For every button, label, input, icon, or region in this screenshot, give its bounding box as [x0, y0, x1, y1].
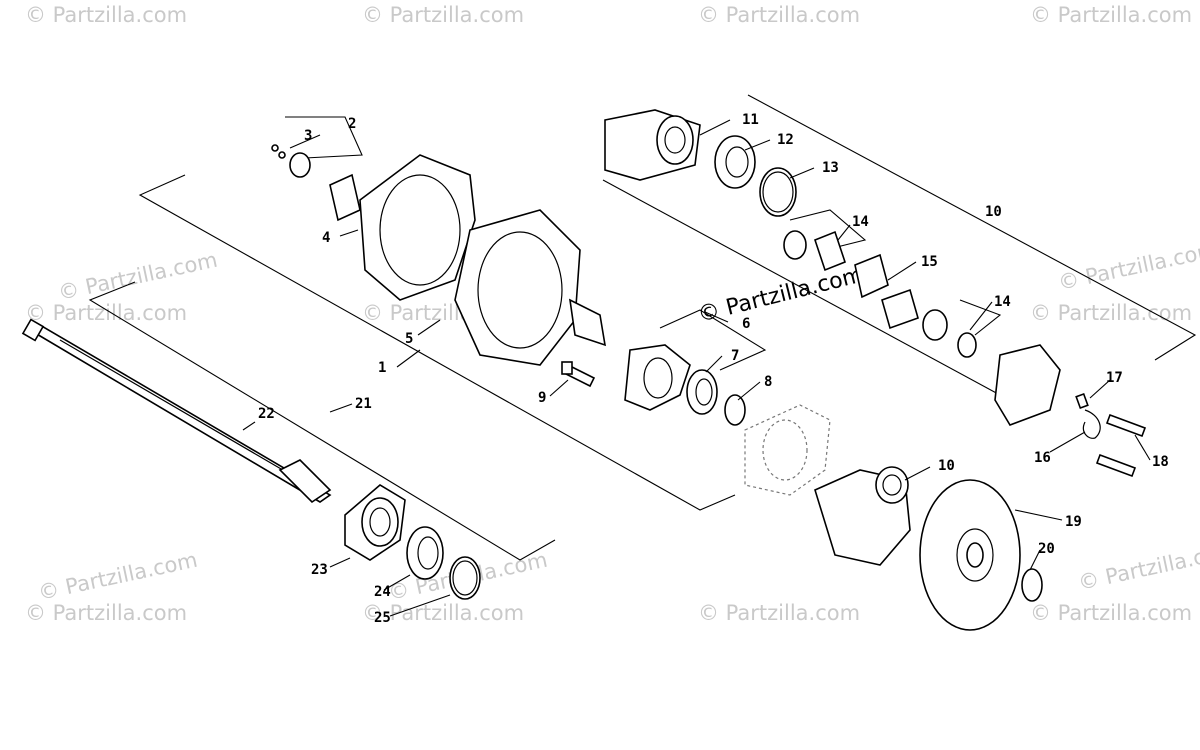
caliper-housing-11 — [604, 109, 701, 181]
ring-8 — [724, 394, 746, 426]
callout-10-lower: 10 — [938, 458, 955, 474]
callout-labels: 1 2 3 4 5 6 7 8 9 10 10 11 12 13 14 14 1… — [258, 112, 1169, 626]
brake-pads-15 — [854, 253, 919, 330]
callout-3: 3 — [304, 128, 312, 144]
piston-14-lower — [922, 309, 977, 358]
brake-disc-19 — [919, 479, 1021, 631]
seal-7 — [686, 369, 718, 415]
watermark-diag-right: © Partzilla.com — [1056, 238, 1200, 295]
piston-14-upper — [783, 230, 846, 272]
assembly-brackets — [88, 94, 1197, 561]
flange-plate-6 — [624, 344, 691, 411]
callout-14-upper: 14 — [852, 214, 869, 230]
watermark-diag-bottom-right: © Partzilla.com — [1076, 538, 1200, 595]
pin-16 — [1082, 409, 1101, 439]
watermark-diag-bottom-left: © Partzilla.com — [36, 548, 200, 605]
callout-8: 8 — [764, 374, 772, 390]
callout-17: 17 — [1106, 370, 1123, 386]
watermark-bottom-center-right: © Partzilla.com — [698, 601, 860, 625]
callout-25: 25 — [374, 610, 391, 626]
callout-7: 7 — [731, 348, 739, 364]
callout-16: 16 — [1034, 450, 1051, 466]
callout-18: 18 — [1152, 454, 1169, 470]
drive-axle-sprockets — [271, 144, 607, 366]
callout-21: 21 — [355, 396, 372, 412]
watermark-top-center-right: © Partzilla.com — [698, 3, 860, 27]
watermark-diag-left: © Partzilla.com — [56, 248, 220, 305]
callout-14-lower: 14 — [994, 294, 1011, 310]
o-ring-13 — [759, 167, 797, 217]
caliper-bracket-10-lower — [814, 466, 911, 566]
watermark-top-center-left: © Partzilla.com — [362, 3, 524, 27]
watermark-center: © Partzilla.com — [695, 262, 866, 327]
callout-1: 1 — [378, 360, 386, 376]
callout-4: 4 — [322, 230, 330, 246]
callout-24: 24 — [374, 584, 391, 600]
watermark-bottom-left: © Partzilla.com — [25, 601, 187, 625]
bearing-12 — [714, 135, 756, 189]
watermark-bottom-right: © Partzilla.com — [1030, 601, 1192, 625]
watermarks: © Partzilla.com © Partzilla.com © Partzi… — [25, 3, 1200, 625]
callout-22: 22 — [258, 406, 275, 422]
callout-6: 6 — [742, 316, 750, 332]
callout-15: 15 — [921, 254, 938, 270]
bolt-9 — [561, 361, 596, 388]
caliper-half-right — [994, 344, 1061, 426]
callout-12: 12 — [777, 132, 794, 148]
watermark-mid-left: © Partzilla.com — [25, 301, 187, 325]
watermark-bottom-center-left: © Partzilla.com — [362, 601, 524, 625]
callout-19: 19 — [1065, 514, 1082, 530]
gasket — [744, 404, 831, 496]
leader-lines — [242, 119, 1151, 617]
callout-10-upper: 10 — [985, 204, 1002, 220]
axle-22 — [21, 318, 332, 504]
watermark-mid-right: © Partzilla.com — [1030, 301, 1192, 325]
bearing-24 — [406, 526, 444, 580]
callout-9: 9 — [538, 390, 546, 406]
snap-ring-20 — [1021, 568, 1043, 602]
bearing-housing-23 — [344, 484, 406, 561]
callout-13: 13 — [822, 160, 839, 176]
callout-23: 23 — [311, 562, 328, 578]
o-ring-25 — [449, 556, 481, 600]
callout-5: 5 — [405, 331, 413, 347]
watermark-top-left: © Partzilla.com — [25, 3, 187, 27]
bolt-17 — [1075, 392, 1089, 410]
callout-11: 11 — [742, 112, 759, 128]
watermark-top-right: © Partzilla.com — [1030, 3, 1192, 27]
callout-2: 2 — [348, 116, 356, 132]
bolts-18 — [1095, 413, 1147, 478]
callout-20: 20 — [1038, 541, 1055, 557]
